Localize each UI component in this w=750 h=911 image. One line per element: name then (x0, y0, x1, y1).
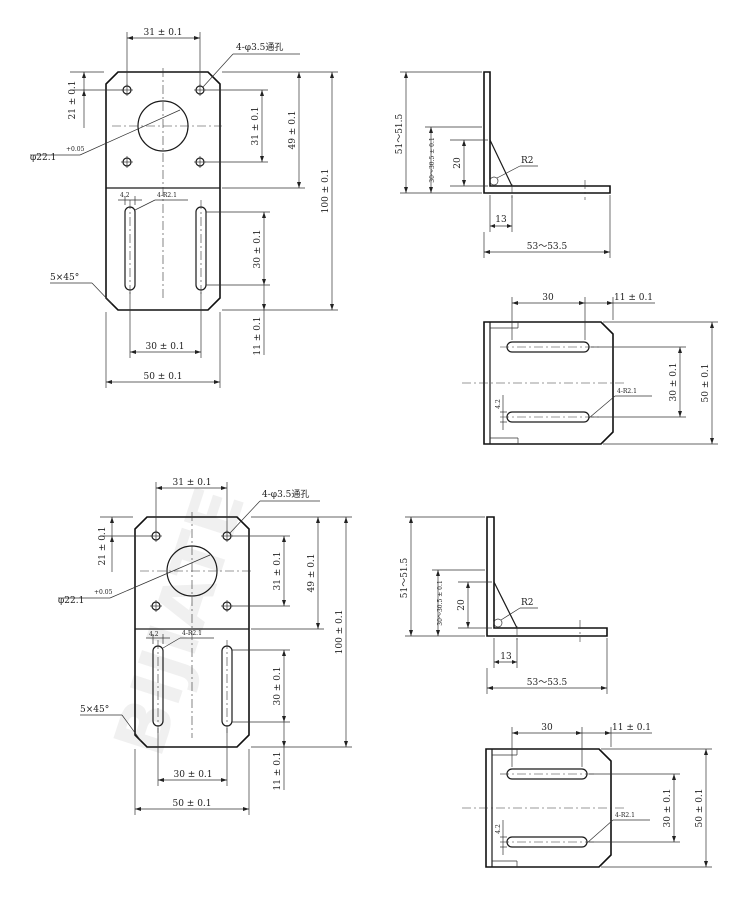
front-hole-spacing-label: 31 ± 0.1 (143, 28, 182, 38)
side2-gusset-width-label: 13 (500, 652, 512, 662)
side-gusset-radius-label: R2 (521, 156, 534, 166)
front-slot-spacing-label: 30 ± 0.1 (145, 342, 184, 352)
front-bore-label: φ22.1 (30, 153, 56, 163)
side-view-2: 51～51.5 30～30.5 ± 0.1 20 R2 13 53～53.5 (400, 516, 608, 694)
base-view-2: 30 11 ± 0.1 30 ± 0.1 50 ± 0.1 4.2 4-R2.1 (462, 723, 712, 868)
front2-bore-tolerance: +0.05 (94, 589, 113, 596)
side2-base-length-label: 53～53.5 (527, 678, 568, 688)
side-view-1: 51～51.5 30～30.5 ± 0.1 20 R2 13 53～53.5 (395, 71, 611, 258)
base-slot-spacing-label: 30 ± 0.1 (669, 362, 679, 401)
side2-gusset-radius-label: R2 (521, 598, 534, 608)
side-base-length-label: 53～53.5 (527, 242, 568, 252)
front-view-1: 31 ± 0.1 4-φ3.5通孔 21 ± 0.1 φ22.1 +0.05 3… (30, 28, 338, 388)
base2-slot-length-label: 30 (541, 723, 553, 733)
side-leg-height-label: 51～51.5 (395, 113, 405, 154)
side-gusset-width-label: 13 (495, 215, 507, 225)
base2-slot-spacing-label: 30 ± 0.1 (663, 788, 673, 827)
base-view-1: 30 11 ± 0.1 30 ± 0.1 50 ± 0.1 4.2 4-R2.1 (462, 293, 718, 445)
front-total-height-label: 100 ± 0.1 (321, 169, 331, 214)
side2-gusset-height-label: 20 (457, 599, 467, 611)
side-fold-height-label: 30～30.5 ± 0.1 (429, 137, 436, 182)
front-hole-callout: 4-φ3.5通孔 (236, 42, 283, 53)
front2-slot-radius-label: 4-R2.1 (182, 630, 202, 637)
front-chamfer-label: 5×45° (50, 273, 79, 283)
front2-bore-label: φ22.1 (58, 596, 84, 606)
front2-slot-width-label: 4.2 (149, 631, 159, 638)
front2-hole-spacing-label: 31 ± 0.1 (172, 478, 211, 488)
front-slot-width-label: 4.2 (120, 192, 130, 199)
base2-slot-end-label: 11 ± 0.1 (612, 723, 651, 733)
front2-slot-bottom-label: 11 ± 0.1 (273, 751, 283, 790)
front-bore-tolerance: +0.05 (66, 146, 85, 153)
base-slot-radius-label: 4-R2.1 (617, 388, 637, 395)
front2-hole-vspacing-label: 31 ± 0.1 (273, 551, 283, 590)
front2-top-offset-label: 21 ± 0.1 (98, 526, 108, 565)
side2-leg-height-label: 51～51.5 (400, 557, 410, 598)
front2-total-height-label: 100 ± 0.1 (335, 610, 345, 655)
front-top-offset-label: 21 ± 0.1 (68, 80, 78, 119)
front-total-width-label: 50 ± 0.1 (143, 372, 182, 382)
front-slot-radius-label: 4-R2.1 (157, 192, 177, 199)
base-slot-end-label: 11 ± 0.1 (614, 293, 653, 303)
front-motor-height-label: 49 ± 0.1 (288, 110, 298, 149)
front-slot-length-label: 30 ± 0.1 (253, 229, 263, 268)
base-slot-width-label: 4.2 (495, 399, 502, 409)
front-view-2: 31 ± 0.1 4-φ3.5通孔 21 ± 0.1 φ22.1 +0.05 3… (58, 478, 352, 815)
front-slot-bottom-label: 11 ± 0.1 (253, 316, 263, 355)
front2-slot-length-label: 30 ± 0.1 (273, 666, 283, 705)
front2-hole-callout: 4-φ3.5通孔 (262, 489, 309, 500)
side-gusset-height-label: 20 (453, 157, 463, 169)
base2-slot-radius-label: 4-R2.1 (615, 812, 635, 819)
front2-total-width-label: 50 ± 0.1 (172, 799, 211, 809)
base2-width-label: 50 ± 0.1 (695, 788, 705, 827)
base-width-label: 50 ± 0.1 (701, 363, 711, 402)
front2-slot-spacing-label: 30 ± 0.1 (173, 770, 212, 780)
base2-slot-width-label: 4.2 (495, 824, 502, 834)
front2-chamfer-label: 5×45° (80, 705, 109, 715)
base-slot-length-label: 30 (542, 293, 554, 303)
side2-fold-height-label: 30～30.5 ± 0.1 (437, 580, 444, 625)
front-hole-vspacing-label: 31 ± 0.1 (251, 106, 261, 145)
front2-motor-height-label: 49 ± 0.1 (307, 553, 317, 592)
